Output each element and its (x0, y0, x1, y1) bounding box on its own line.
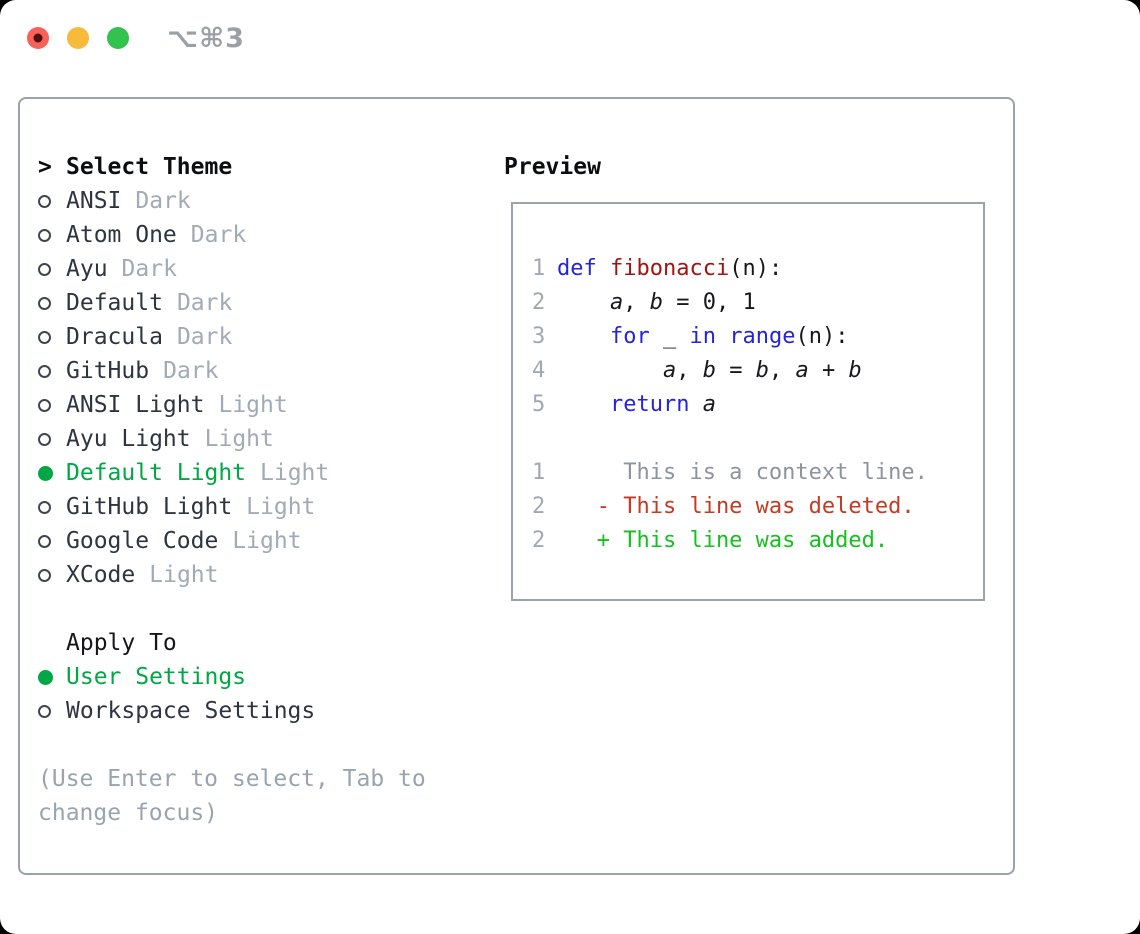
theme-option-atom-one-dark[interactable]: Atom One Dark (38, 218, 329, 252)
diff-deleted-line: 2 - This line was deleted. (532, 490, 983, 524)
radio-icon (38, 262, 51, 276)
theme-option-ayu-light[interactable]: Ayu Light Light (38, 422, 329, 456)
theme-list-title: Select Theme (66, 154, 233, 180)
theme-name: Google Code (66, 528, 219, 554)
theme-option-default-dark[interactable]: Default Dark (38, 286, 329, 320)
apply-option-user-settings[interactable]: User Settings (38, 660, 315, 694)
apply-option-workspace-settings[interactable]: Workspace Settings (38, 694, 315, 728)
line-number: 3 (532, 324, 546, 349)
theme-name: Default Light (66, 460, 247, 486)
diff-added-line: 2 + This line was added. (532, 524, 983, 558)
theme-option-github-dark[interactable]: GitHub Dark (38, 354, 329, 388)
zoom-button[interactable] (107, 27, 129, 49)
theme-variant: Light (149, 562, 219, 588)
theme-name: XCode (66, 562, 136, 588)
keyboard-hint: (Use Enter to select, Tab to change focu… (38, 766, 426, 826)
theme-variant: Dark (190, 222, 247, 248)
radio-icon (38, 296, 51, 310)
theme-variant: Dark (135, 188, 191, 214)
theme-name: Atom One (66, 222, 177, 248)
theme-option-ansi-light[interactable]: ANSI Light Light (38, 388, 329, 422)
theme-option-github-light[interactable]: GitHub Light Light (38, 490, 329, 524)
theme-variant: Dark (121, 256, 177, 282)
theme-variant: Light (204, 426, 274, 452)
radio-icon (38, 330, 51, 344)
theme-name: GitHub (66, 358, 150, 384)
theme-variant: Dark (176, 324, 233, 350)
main-panel: > Select Theme ANSI Dark Atom One Dark A… (18, 97, 1015, 875)
radio-selected-icon (38, 669, 53, 685)
apply-to-header-row: Apply To (38, 626, 315, 660)
theme-name: Dracula (66, 324, 163, 350)
apply-option-label: User Settings (66, 664, 247, 690)
radio-icon (38, 398, 51, 412)
diff-context-line: 1 This is a context line. (532, 456, 983, 490)
line-number: 1 (532, 460, 546, 485)
theme-variant: Light (260, 460, 330, 486)
radio-icon (38, 228, 51, 242)
theme-option-ayu-dark[interactable]: Ayu Dark (38, 252, 329, 286)
code-line: 3 for _ in range(n): (532, 320, 983, 354)
apply-option-label: Workspace Settings (66, 698, 316, 724)
theme-option-google-code[interactable]: Google Code Light (38, 524, 329, 558)
apply-to-title: Apply To (66, 630, 177, 656)
theme-list-header: > Select Theme (38, 150, 329, 184)
radio-icon (38, 194, 51, 208)
theme-name: Default (66, 290, 163, 316)
code-line: 1 def fibonacci(n): (532, 252, 983, 286)
theme-name: ANSI (66, 188, 122, 214)
radio-icon (38, 568, 51, 582)
theme-variant: Light (218, 392, 288, 418)
code-line: 5 return a (532, 388, 983, 422)
theme-variant: Dark (163, 358, 219, 384)
line-number: 2 (532, 494, 546, 519)
theme-option-ansi-dark[interactable]: ANSI Dark (38, 184, 329, 218)
close-button[interactable] (27, 27, 49, 49)
radio-icon (38, 534, 51, 548)
minimize-button[interactable] (67, 27, 89, 49)
title-bar: ⌥⌘3 (0, 0, 1140, 76)
line-number: 2 (532, 290, 546, 315)
code-line: 2 a, b = 0, 1 (532, 286, 983, 320)
focus-caret-icon: > (38, 154, 52, 180)
theme-name: Ayu (66, 256, 108, 282)
close-button-dot-icon (33, 33, 43, 43)
blank-line (532, 422, 983, 456)
code-line: 4 a, b = b, a + b (532, 354, 983, 388)
radio-icon (38, 432, 51, 446)
radio-icon (38, 500, 51, 514)
radio-icon (38, 364, 51, 378)
traffic-lights (27, 27, 129, 49)
theme-name: Ayu Light (66, 426, 191, 452)
preview-title: Preview (504, 154, 601, 180)
theme-name: ANSI Light (66, 392, 205, 418)
theme-variant: Light (246, 494, 316, 520)
theme-list: > Select Theme ANSI Dark Atom One Dark A… (38, 150, 329, 592)
apply-to-section: Apply To User Settings Workspace Setting… (38, 626, 315, 728)
preview-box: 1 def fibonacci(n): 2 a, b = 0, 1 3 for … (511, 202, 985, 601)
theme-name: GitHub Light (66, 494, 233, 520)
theme-variant: Light (232, 528, 302, 554)
theme-option-default-light[interactable]: Default Light Light (38, 456, 329, 490)
radio-selected-icon (38, 465, 53, 481)
radio-icon (38, 704, 51, 718)
theme-option-dracula-dark[interactable]: Dracula Dark (38, 320, 329, 354)
line-number: 5 (532, 392, 546, 417)
line-number: 2 (532, 528, 546, 553)
window-title: ⌥⌘3 (167, 22, 245, 54)
theme-option-xcode[interactable]: XCode Light (38, 558, 329, 592)
line-number: 4 (532, 358, 546, 383)
line-number: 1 (532, 256, 546, 281)
theme-variant: Dark (176, 290, 233, 316)
